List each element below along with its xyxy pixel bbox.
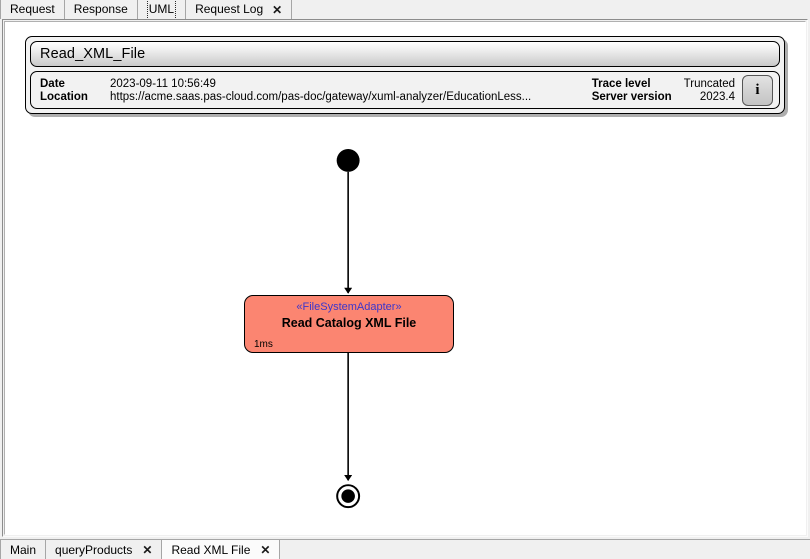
meta-label-location: Location <box>40 90 88 103</box>
tab-request-label: Request <box>10 2 55 16</box>
meta-label-date: Date <box>40 77 65 90</box>
final-node-core <box>341 489 355 503</box>
tab-uml[interactable]: UML <box>137 0 187 20</box>
tab-request[interactable]: Request <box>0 0 65 19</box>
close-icon[interactable]: ✕ <box>260 542 271 557</box>
trace-header-outer: Read_XML_File Date 2023-09-11 10:56:49 L… <box>25 36 785 114</box>
info-icon[interactable]: i <box>742 74 773 106</box>
close-icon[interactable]: ✕ <box>142 542 153 557</box>
bottom-tab-queryproducts-label: queryProducts <box>55 542 133 557</box>
bottom-tab-bar: Main queryProducts ✕ Read XML File ✕ <box>0 539 810 559</box>
activity-node-duration: 1ms <box>254 339 273 350</box>
tab-request-log[interactable]: Request Log ✕ <box>186 0 293 19</box>
bottom-tab-main-label: Main <box>10 542 37 557</box>
meta-label-server-version: Server version <box>591 90 672 103</box>
meta-value-server-version: 2023.4 <box>699 90 735 103</box>
bottom-tab-queryproducts[interactable]: queryProducts ✕ <box>46 540 163 559</box>
bottom-tab-read-xml-file-label: Read XML File <box>171 542 251 557</box>
meta-label-trace-level: Trace level <box>591 77 651 90</box>
meta-value-trace-level: Truncated <box>683 77 735 90</box>
tab-request-log-label: Request Log <box>195 2 264 16</box>
activity-node-read-catalog-xml-file[interactable]: «FileSystemAdapter» Read Catalog XML Fil… <box>244 295 454 353</box>
activity-node-stereotype: «FileSystemAdapter» <box>296 301 402 313</box>
trace-meta-left: Date 2023-09-11 10:56:49 Location https:… <box>40 78 592 103</box>
diagram-panel-inner: Read_XML_File Date 2023-09-11 10:56:49 L… <box>4 21 806 535</box>
bottom-tab-main[interactable]: Main <box>0 540 47 559</box>
trace-meta-box: Date 2023-09-11 10:56:49 Location https:… <box>30 71 780 109</box>
tab-response[interactable]: Response <box>64 0 138 19</box>
activity-node-title: Read Catalog XML File <box>281 316 417 330</box>
uml-diagram-canvas[interactable]: Read_XML_File Date 2023-09-11 10:56:49 L… <box>5 22 805 534</box>
trace-header-card: Read_XML_File Date 2023-09-11 10:56:49 L… <box>25 36 785 114</box>
trace-meta-right: Trace level Truncated Server version 202… <box>592 78 735 103</box>
page-title: Read_XML_File <box>40 46 146 62</box>
top-tab-bar: Request Response UML Request Log ✕ <box>0 0 810 20</box>
bottom-tab-read-xml-file[interactable]: Read XML File ✕ <box>162 540 281 559</box>
tab-response-label: Response <box>73 2 128 16</box>
close-icon[interactable]: ✕ <box>272 2 283 17</box>
meta-value-location: https://acme.saas.pas-cloud.com/pas-doc/… <box>110 90 532 103</box>
diagram-title-box: Read_XML_File <box>30 41 780 67</box>
tab-uml-label: UML <box>146 0 177 20</box>
uml-activity-flow <box>336 149 361 509</box>
initial-node[interactable] <box>336 149 360 172</box>
diagram-panel-frame: Read_XML_File Date 2023-09-11 10:56:49 L… <box>2 19 808 537</box>
meta-value-date: 2023-09-11 10:56:49 <box>110 77 216 90</box>
